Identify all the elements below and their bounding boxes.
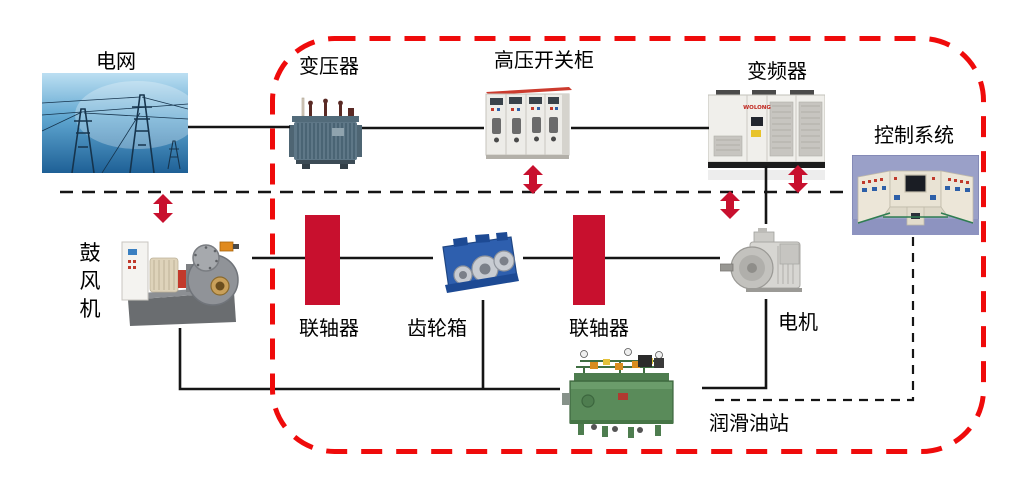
oil-station-photo [560,343,687,440]
control-console-icon [851,154,980,236]
bidirectional-arrow-vfd-icon [788,165,808,193]
transformer-icon [289,97,362,169]
vfd-label: 变频器 [747,59,807,83]
coupling-right-block [573,215,605,305]
vfd-brand-text: WOLONG [743,105,771,111]
transmission-towers-icon [41,94,189,174]
switchgear-icon [485,87,572,159]
power-grid-photo [41,73,199,174]
control-system-label: 控制系统 [874,123,954,147]
motor-icon [719,228,802,292]
motor-label: 电机 [778,310,818,334]
coupling-left-label: 联轴器 [299,316,359,340]
bidirectional-arrow-motor-icon [720,191,740,219]
gearbox-label: 齿轮箱 [407,316,467,340]
blower-icon [121,241,239,326]
bidirectional-arrow-switchgear-icon [523,165,543,194]
connector-control-oil-station-dashed [713,237,915,402]
transformer-label: 变压器 [299,54,359,78]
connector-blower-oil-station [178,328,560,391]
system-boundary-outline [270,36,986,454]
gearbox-icon [442,232,519,293]
coupling-left-block [305,215,340,305]
blower-photo [120,222,240,328]
gearbox-photo [433,225,523,300]
switchgear-photo [483,82,572,163]
blower-label: 鼓风机 [79,241,101,321]
grid-label: 电网 [96,49,136,73]
switchgear-label: 高压开关柜 [494,48,594,72]
bidirectional-arrow-grid-blower-icon [153,194,173,223]
connector-motor-oil-station [702,299,768,390]
oil-station-icon [562,348,674,438]
motor-photo [719,228,810,297]
transformer-photo [288,92,363,173]
coupling-right-label: 联轴器 [569,316,629,340]
control-system-photo [851,154,980,236]
oil-station-label: 润滑油站 [709,411,789,435]
